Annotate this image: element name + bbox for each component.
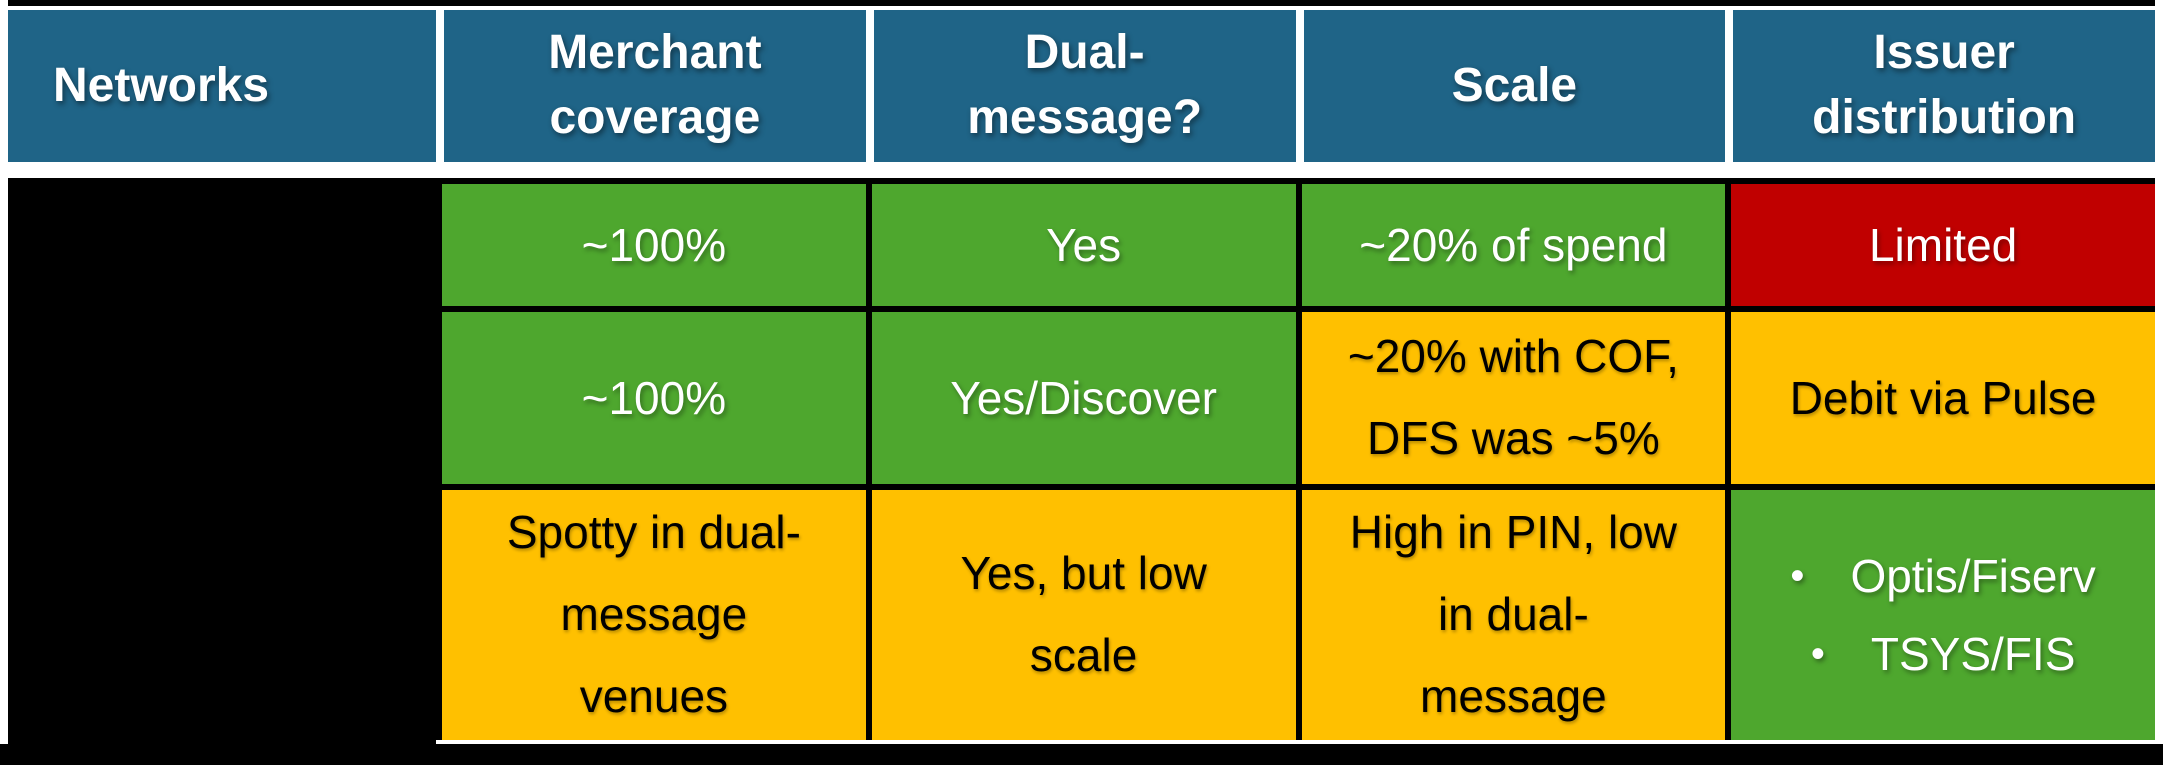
cell-text-line: in dual- [1437,588,1589,641]
cell-text-line: TSYS/FIS [1870,628,2076,680]
redacted-column-connector [8,740,436,744]
cell-text-line: message [560,588,748,641]
cell-text-line: High in PIN, low [1349,506,1677,559]
bullet-icon: • [1810,632,1825,676]
cell-text: Yes [1046,219,1122,271]
table-cell-row2-merchant-coverage: ~100% [442,312,866,484]
header-line: Networks [53,58,270,112]
cell-text: ~20% of spend [1359,219,1668,271]
header-line: Dual- [1024,26,1145,80]
cell-text-line: Spotty in dual- [506,506,801,559]
top-border-rule [8,0,2155,6]
header-body-gap [0,162,2163,178]
header-line: coverage [549,91,761,144]
table-cell-row3-merchant-coverage: Spotty in dual- message venues [442,490,866,740]
redacted-networks-cell [8,184,436,740]
cell-text: ~100% [581,219,727,271]
table-body: ~100% Yes ~20% of spend Limited ~100% Ye… [8,178,2155,740]
table-cell-row3-scale: High in PIN, low in dual- message [1301,490,1726,740]
cell-text-line: message [1420,669,1607,722]
table-cell-row3-issuer-distribution: • Optis/Fiserv • TSYS/FIS [1731,490,2155,740]
table-cell-row3-dual-message: Yes, but low scale [871,490,1296,740]
table-cell-row1-merchant-coverage: ~100% [442,184,866,306]
cell-text-line: ~20% with COF, [1347,330,1679,383]
cell-text: Limited [1868,219,2018,271]
column-header-merchant-coverage: Merchant coverage [444,10,866,162]
header-line: Scale [1451,58,1578,112]
cell-text-line: venues [579,669,729,722]
table-cell-row2-issuer-distribution: Debit via Pulse [1731,312,2155,484]
bottom-border-rule [0,744,2163,765]
bullet-icon: • [1790,554,1805,598]
cell-text-line: Yes, but low [960,547,1207,600]
cell-text-line: DFS was ~5% [1367,412,1660,464]
cell-text-line: Optis/Fiserv [1850,550,2096,602]
header-line: Issuer [1873,26,2015,80]
table-cell-row2-dual-message: Yes/Discover [871,312,1296,484]
table-cell-row1-scale: ~20% of spend [1301,184,1726,306]
bullet-list-item: • TSYS/FIS [1811,631,2076,677]
column-header-scale: Scale [1303,10,1726,162]
table-header-row: Networks Merchant coverage Dual- message… [8,10,2155,162]
table-cell-row2-scale: ~20% with COF, DFS was ~5% [1301,312,1726,484]
column-header-networks: Networks [8,10,436,162]
column-header-issuer-distribution: Issuer distribution [1733,10,2155,162]
cell-text: Debit via Pulse [1789,372,2097,424]
header-line: Merchant [548,26,762,80]
table-cell-row1-issuer-distribution: Limited [1731,184,2155,306]
header-line: distribution [1812,91,2077,144]
column-header-dual-message: Dual- message? [873,10,1296,162]
header-line: message? [967,91,1203,144]
cell-text-line: scale [1029,629,1138,681]
table-cell-row1-dual-message: Yes [871,184,1296,306]
cell-text: ~100% [581,372,727,424]
bullet-list-item: • Optis/Fiserv [1790,553,2095,599]
cell-text: Yes/Discover [950,372,1217,424]
